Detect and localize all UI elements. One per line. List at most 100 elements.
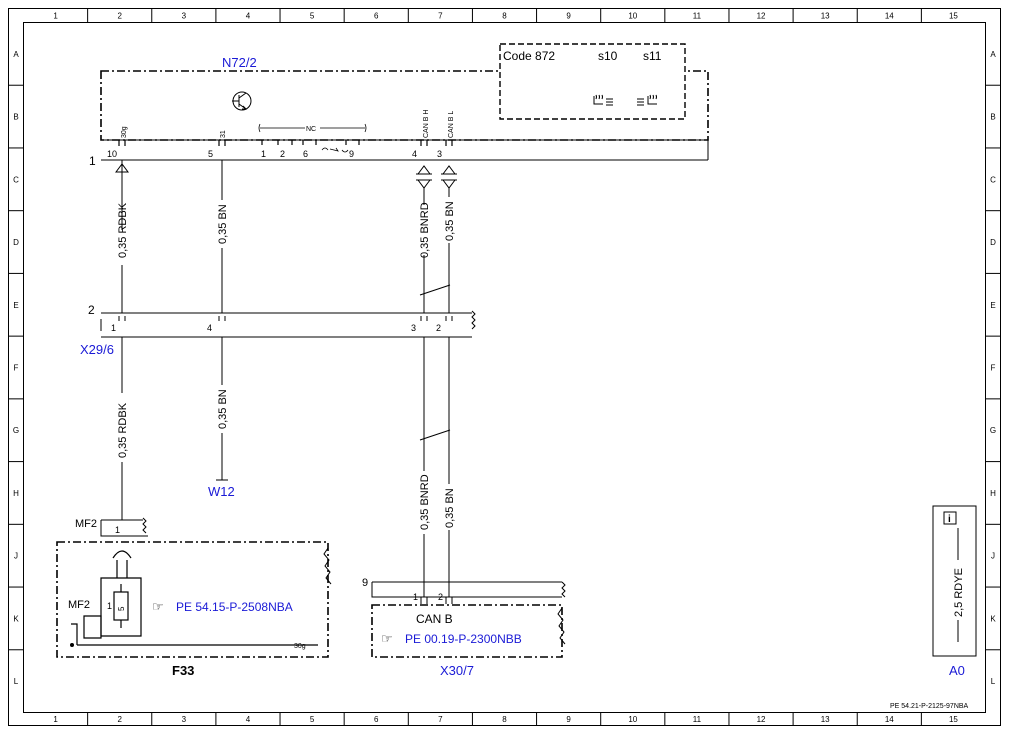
column-label-bottom: 6: [374, 715, 379, 724]
column-label-bottom: 13: [821, 715, 830, 724]
column-label-top: 7: [438, 12, 443, 21]
column-label-bottom: 14: [885, 715, 894, 724]
mf2-label-side: MF2: [68, 599, 90, 611]
a0-wire-label: 2,5 RDYE: [953, 568, 965, 617]
component-label-x30-7: X30/7: [440, 663, 474, 678]
s10-label: s10: [598, 49, 618, 63]
nc-bracket: [258, 123, 367, 133]
x30-7-housing: [371, 604, 563, 658]
column-label-top: 2: [117, 12, 122, 21]
pin-name-can-b-l: CAN B L: [448, 111, 455, 138]
pin-number-4: 4: [412, 149, 417, 159]
column-label-bottom: 9: [566, 715, 571, 724]
f33-housing-right-break: [323, 547, 332, 585]
row-label-left: C: [13, 175, 19, 184]
transistor-symbol: [232, 91, 252, 111]
row-label-left: A: [13, 50, 19, 59]
can-b-label: CAN B: [416, 612, 453, 626]
row-label-right: D: [990, 238, 996, 247]
pin-number-2: 2: [280, 149, 285, 159]
row-label-left: G: [13, 426, 19, 435]
row-label-left: E: [13, 301, 18, 310]
ref-hand-icon-f33: ☞: [152, 599, 164, 614]
column-label-bottom: 5: [310, 715, 315, 724]
f33-fuse-pin: 1: [107, 601, 112, 611]
plug-symbol-w4: [441, 165, 457, 189]
column-label-bottom: 15: [949, 715, 958, 724]
wire-label-w4-top: 0,35 BN: [444, 201, 456, 241]
a0-box: [932, 505, 977, 657]
column-label-bottom: 1: [53, 715, 58, 724]
column-label-top: 11: [693, 12, 702, 21]
row-label-right: A: [990, 50, 996, 59]
pin-number-1: 1: [261, 149, 266, 159]
sheet-frame: [8, 8, 1001, 726]
row-label-right: E: [990, 301, 995, 310]
column-label-top: 6: [374, 12, 379, 21]
row-label-left: L: [14, 677, 19, 686]
wire-label-w1-top: 0,35 RDBK: [117, 202, 129, 258]
wire-label-w2-mid: 0,35 BN: [217, 389, 229, 429]
column-label-bottom: 7: [438, 715, 443, 724]
info-icon: i: [943, 511, 957, 525]
pin-number-9: 9: [349, 149, 354, 159]
pin-name-30g: 30g: [121, 126, 128, 138]
wire-label-w3-bot: 0,35 BNRD: [419, 474, 431, 530]
s11-label: s11: [643, 49, 662, 63]
row-label-right: C: [990, 175, 996, 184]
column-label-bottom: 2: [117, 715, 122, 724]
pin-name-can-b-h: CAN B H: [423, 110, 430, 138]
column-label-bottom: 4: [246, 715, 251, 724]
component-label-a0: A0: [949, 663, 965, 678]
n72-2-pin-stubs: [118, 140, 453, 146]
x29-pin-2: 2: [436, 323, 441, 333]
ref-hand-icon-x30: ☞: [381, 631, 393, 646]
x30-7-connector: [371, 581, 566, 604]
column-label-top: 4: [246, 12, 251, 21]
column-label-top: 13: [821, 12, 830, 21]
row-label-right: K: [990, 614, 996, 623]
document-reference: PE 54.21-P-2125-97NBA: [890, 703, 969, 710]
x29-6-connector: [100, 310, 476, 338]
pin-number-10: 10: [107, 149, 117, 159]
component-label-x29-6: X29/6: [80, 342, 114, 357]
column-label-bottom: 11: [693, 715, 702, 724]
connector-ref-9: 9: [362, 577, 368, 589]
seat-heating-icon-s10: [593, 94, 613, 106]
f33-document-ref: PE 54.15-P-2508NBA: [176, 600, 293, 614]
column-label-top: 12: [757, 12, 766, 21]
column-label-top: 14: [885, 12, 894, 21]
row-label-left: K: [13, 614, 19, 623]
f33-housing: [56, 541, 329, 658]
row-label-right: F: [991, 364, 996, 373]
column-label-top: 1: [53, 12, 58, 21]
x30-7-housing-right-break: [557, 607, 566, 645]
f33-pin-1: 1: [115, 525, 120, 535]
column-label-bottom: 8: [502, 715, 507, 724]
x30-document-ref: PE 00.19-P-2300NBB: [405, 632, 522, 646]
column-label-top: 5: [310, 12, 315, 21]
row-label-right: G: [990, 426, 996, 435]
wire-label-w3-top: 0,35 BNRD: [419, 202, 431, 258]
switch-symbol: [321, 147, 349, 153]
component-label-f33: F33: [172, 663, 194, 678]
row-label-right: L: [991, 677, 996, 686]
wire-label-w4-bot: 0,35 BN: [444, 488, 456, 528]
wire-lines: [121, 160, 451, 597]
column-label-top: 3: [182, 12, 187, 21]
x29-pin-1: 1: [111, 323, 116, 333]
column-label-bottom: 12: [757, 715, 766, 724]
mf2-label-top: MF2: [75, 518, 97, 530]
column-label-bottom: 10: [628, 715, 637, 724]
column-label-top: 8: [502, 12, 507, 21]
row-label-left: H: [13, 489, 19, 498]
row-label-left: D: [13, 238, 19, 247]
wire-label-w1-mid: 0,35 RDBK: [117, 402, 129, 458]
component-label-w12: W12: [208, 484, 235, 499]
pin-number-3: 3: [437, 149, 442, 159]
x30-pin-1: 1: [413, 592, 418, 602]
